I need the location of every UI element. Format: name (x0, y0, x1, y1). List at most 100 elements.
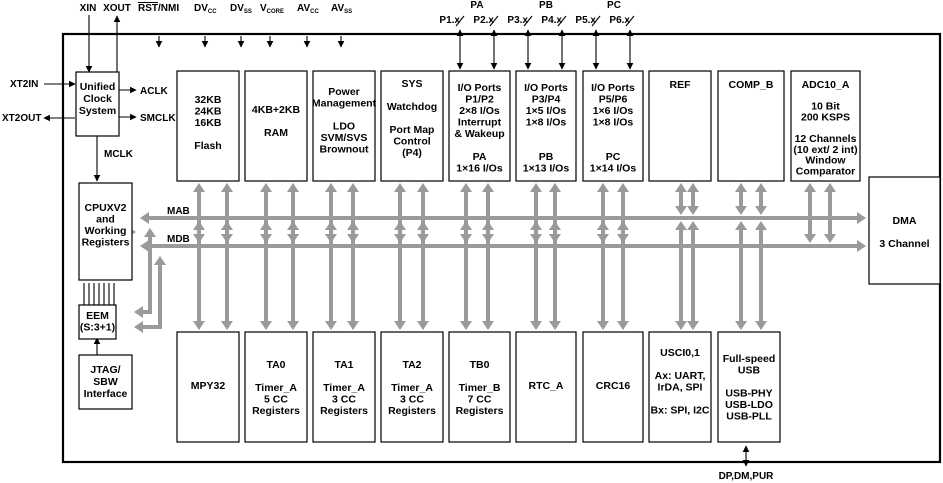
bottom-bus-arrow-1-head-top (221, 221, 233, 230)
usci-block-line-2: Ax: UART, (655, 370, 706, 382)
rtc-block: RTC_A (515, 331, 577, 443)
pmm-block-line-1: Management (312, 98, 377, 110)
bottom-bus-arrow-3-head-top (287, 221, 299, 230)
bottom-bus-arrow-2-head-top (260, 221, 272, 230)
io-pa-block-line-6: PA (473, 151, 487, 163)
sys-block-line-4: Port Map (390, 124, 435, 136)
dvcc-label: DVCC (194, 3, 217, 15)
dma-block-line-2: 3 Channel (879, 238, 929, 250)
adc-block-box (790, 70, 861, 182)
top-bus-arrow-15-head-bottom (824, 234, 836, 243)
bottom-bus-arrow-11-head-bottom (549, 321, 561, 330)
top-bus-arrow-14-head-top (804, 183, 816, 192)
xt2out-label: XT2OUT (2, 113, 41, 124)
ta0-block-line-2: Timer_A (255, 382, 297, 394)
ta2-block-line-2: Timer_A (391, 382, 433, 394)
ta1-block-line-3: 3 CC (332, 394, 356, 406)
mab-head-right (857, 212, 866, 224)
rtc-block-box (515, 331, 577, 443)
xin-label: XIN (80, 3, 97, 14)
sys-block-line-2: Watchdog (387, 101, 437, 113)
avss-sub: SS (344, 9, 352, 15)
bottom-bus-arrow-14-head-bottom (675, 321, 687, 330)
top-bus-arrow-15-head-top (824, 183, 836, 192)
comp-bus-arrow-b-head-top (755, 183, 767, 192)
adc-block-line-5: 12 Channels (795, 133, 857, 145)
bottom-bus-arrow-17-head-bottom (755, 321, 767, 330)
port-p6-label: P6.x (609, 15, 630, 26)
port-p3-label: P3.x (507, 15, 528, 26)
bottom-bus-arrow-10-head-bottom (530, 321, 542, 330)
smclk-label: SMCLK (140, 113, 176, 124)
bottom-bus-arrow-5-head-bottom (347, 321, 359, 330)
top-bus-arrow-7-head-top (417, 183, 429, 192)
usb-block-box (717, 331, 781, 443)
flash-block-line-0: 32KB (195, 94, 222, 106)
comp-block: COMP_B (717, 70, 785, 182)
top-bus-arrow-3-head-top (287, 183, 299, 192)
pmm-block-line-4: SVM/SVS (321, 132, 368, 144)
top-bus-arrow-2-head-top (260, 183, 272, 192)
eem-block: EEM(S:3+1) (78, 304, 117, 340)
ta2-block-line-3: 3 CC (400, 394, 424, 406)
io-pa-block-line-2: 2×8 I/Os (459, 105, 500, 117)
ucs-block-box (75, 71, 120, 137)
adc-block-line-0: ADC10_A (802, 79, 850, 91)
bottom-bus-arrow-9-head-top (482, 221, 494, 230)
ram-block-box (244, 70, 308, 182)
top-bus-arrow-0-head-top (193, 183, 205, 192)
usb-block-line-3: USB-PHY (725, 388, 772, 400)
usb-block-line-0: Full-speed (723, 353, 776, 365)
dvcc-main: DV (194, 3, 208, 14)
mdb-label: MDB (167, 234, 190, 245)
bottom-bus-arrow-12-head-top (597, 221, 609, 230)
avcc-main: AV (297, 3, 310, 14)
io-pb-block-line-0: I/O Ports (524, 82, 568, 94)
flash-block-line-1: 24KB (195, 106, 222, 118)
adc-block-line-3: 200 KSPS (801, 111, 850, 123)
tb0-block-line-2: Timer_B (459, 382, 501, 394)
avcc-sub: CC (310, 9, 319, 15)
top-bus-arrow-9-head-top (482, 183, 494, 192)
io-pc-block-line-2: 1×6 I/Os (593, 105, 634, 117)
pmm-block-line-0: Power (328, 86, 360, 98)
cpu-block-line-2: Working (85, 225, 127, 237)
bottom-bus-arrow-1-head-bottom (221, 321, 233, 330)
vcore-label: VCORE (260, 3, 284, 15)
io-pa-block-line-7: 1×16 I/Os (456, 163, 503, 175)
sys-block-line-6: (P4) (402, 147, 422, 159)
port-p4-label: P4.x (541, 15, 562, 26)
usci-block-line-0: USCI0,1 (660, 347, 700, 359)
usb-block-line-4: USB-LDO (725, 399, 773, 411)
top-bus-arrow-4-head-top (325, 183, 337, 192)
mdb-head-left (140, 240, 149, 252)
cpu-block-line-3: Registers (82, 237, 130, 249)
top-bus-arrow-8-head-top (460, 183, 472, 192)
crc-block-box (582, 331, 644, 443)
usci-block-line-5: Bx: SPI, I2C (651, 405, 710, 417)
ta1-block-box (312, 331, 376, 443)
io-pc-block-box (582, 70, 644, 182)
dvss-main: DV (230, 3, 244, 14)
flash-block-box (176, 70, 240, 182)
port-p1-label: P1.x (439, 15, 460, 26)
bottom-bus-arrow-13-head-bottom (617, 321, 629, 330)
port-pb-label: PB (539, 0, 553, 11)
comp-block-line-0: COMP_B (729, 79, 774, 91)
eem-block-box (78, 304, 117, 340)
comp-bus-arrow-a-head-top (735, 183, 747, 192)
cpu-block-box (78, 182, 133, 281)
adc-block-line-8: Comparator (796, 165, 856, 177)
pmm-block-line-5: Brownout (320, 144, 369, 156)
bottom-bus-arrow-7-head-bottom (417, 321, 429, 330)
port-pa-label: PA (470, 0, 483, 11)
ta2-block-line-0: TA2 (402, 359, 421, 371)
